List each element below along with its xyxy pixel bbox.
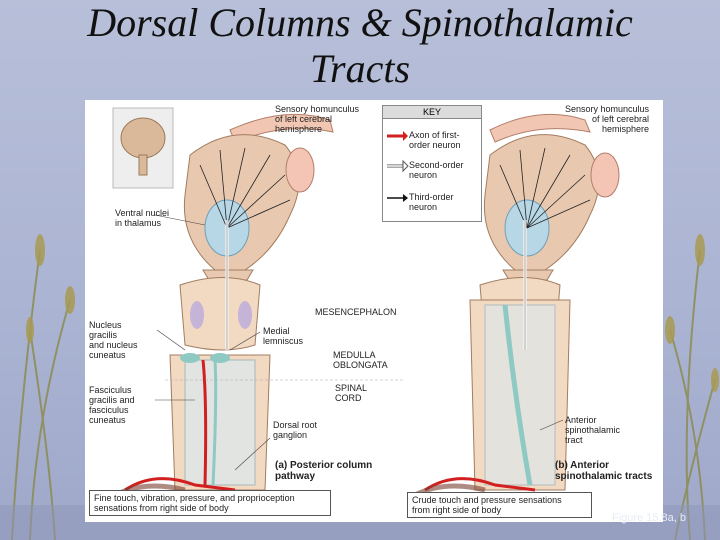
legend-item-second-order: Second-order neuron — [409, 160, 464, 180]
label-spinal-cord: SPINAL CORD — [335, 383, 368, 403]
right-brainstem-cord — [413, 220, 571, 498]
slide-title: Dorsal Columns & Spinothalamic Tracts — [0, 0, 720, 92]
sensation-box-left: Fine touch, vibration, pressure, and pro… — [89, 490, 331, 516]
label-ventral-nuclei: Ventral nuclei in thalamus — [115, 208, 170, 228]
label-dorsal-root-ganglion: Dorsal root ganglion — [273, 420, 318, 440]
diagram-panel: KEY Axon of first- order neuron Second-o… — [85, 100, 663, 522]
caption-posterior-column: (a) Posterior column pathway — [275, 460, 373, 482]
label-anterior-spinothalamic-tract: Anterior spinothalamic tract — [565, 415, 621, 445]
legend-key: KEY Axon of first- order neuron Second-o… — [382, 105, 482, 222]
caption-anterior-spinothalamic: (b) Anterior spinothalamic tracts — [555, 460, 653, 482]
label-medulla: MEDULLA OBLONGATA — [333, 350, 388, 370]
pathway-illustration — [112, 107, 620, 498]
figure-reference: Figure 15.8a, b — [612, 512, 686, 524]
left-brainstem-cord — [113, 220, 271, 498]
brain-thumbnail-icon — [112, 107, 174, 189]
legend-item-first-order: Axon of first- order neuron — [409, 130, 461, 150]
title-line-2: Tracts — [309, 46, 411, 91]
label-nucleus-gracilis: Nucleus gracilis and nucleus cuneatus — [89, 320, 138, 360]
right-brain-section — [483, 134, 620, 271]
label-sensory-homunculus-right: Sensory homunculus of left cerebral hemi… — [565, 104, 650, 134]
label-sensory-homunculus-left: Sensory homunculus of left cerebral hemi… — [275, 104, 360, 134]
legend-header: KEY — [383, 106, 481, 119]
legend-arrows — [387, 131, 409, 202]
label-fasciculus: Fasciculus gracilis and fasciculus cunea… — [89, 385, 135, 425]
title-line-1: Dorsal Columns & Spinothalamic — [87, 0, 633, 45]
sensation-box-right: Crude touch and pressure sensations from… — [407, 492, 592, 518]
left-brain-section — [183, 134, 315, 271]
label-mesencephalon: MESENCEPHALON — [315, 307, 397, 317]
legend-item-third-order: Third-order neuron — [409, 192, 454, 212]
label-medial-lemniscus: Medial lemniscus — [263, 326, 304, 346]
